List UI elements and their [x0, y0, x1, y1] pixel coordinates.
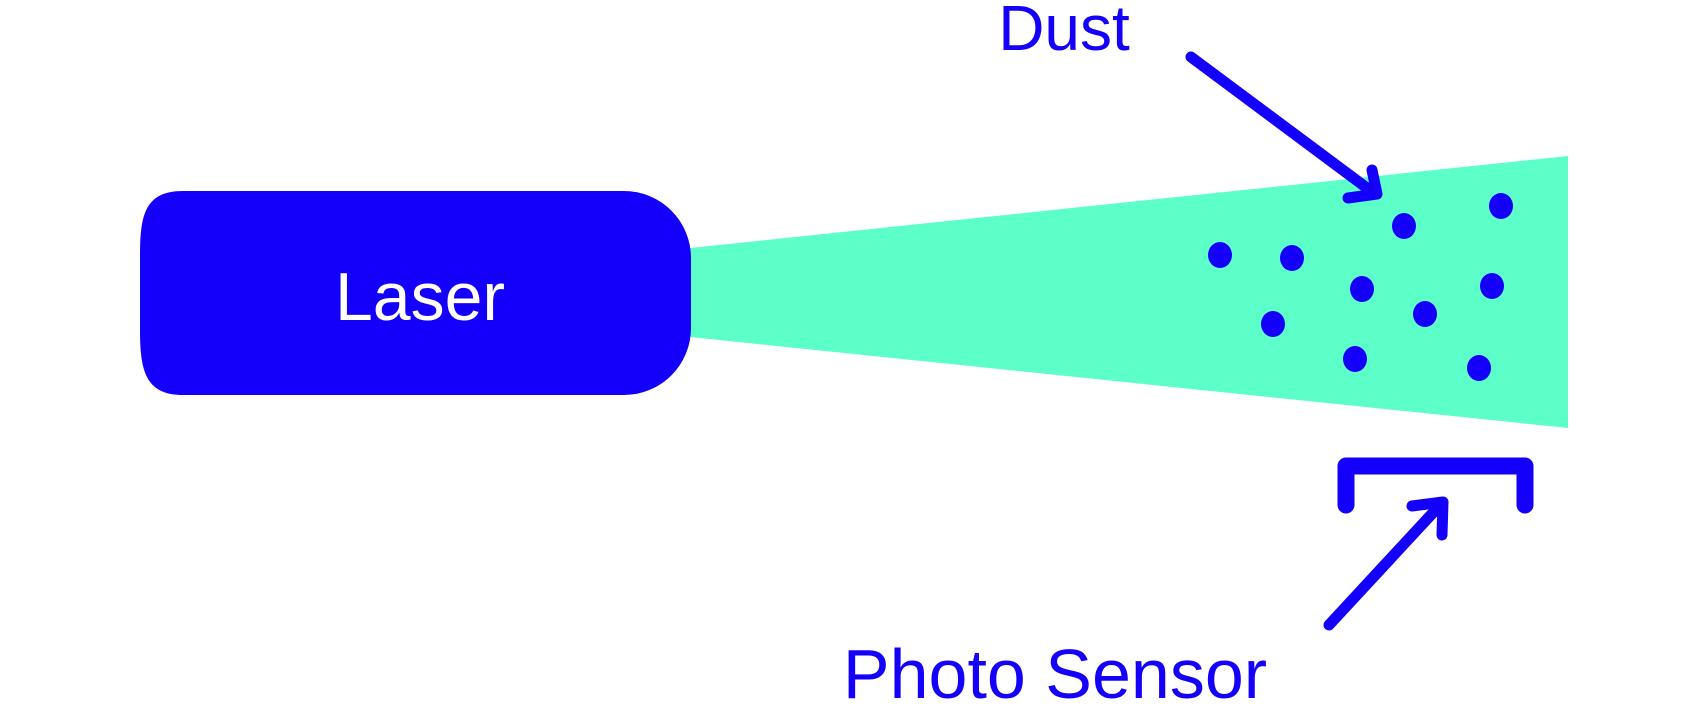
dust-particle	[1392, 213, 1416, 239]
laser-body	[140, 191, 691, 395]
photo-sensor-arrow-icon	[1323, 496, 1449, 631]
photo-sensor-label: Photo Sensor	[843, 635, 1267, 713]
dust-particle	[1343, 346, 1367, 372]
dust-particle	[1413, 301, 1437, 327]
dust-particles	[1208, 193, 1513, 381]
laser-beam	[690, 156, 1568, 428]
dust-particle	[1350, 276, 1374, 302]
dust-particle	[1208, 242, 1232, 268]
photo-sensor-bracket-icon	[1337, 457, 1534, 514]
dust-label: Dust	[998, 0, 1130, 64]
dust-arrow-icon	[1185, 51, 1383, 204]
dust-particle	[1480, 273, 1504, 299]
dust-particle	[1261, 311, 1285, 337]
dust-particle	[1467, 355, 1491, 381]
laser-label: Laser	[335, 259, 505, 335]
dust-particle	[1489, 193, 1513, 219]
dust-particle	[1280, 245, 1304, 271]
